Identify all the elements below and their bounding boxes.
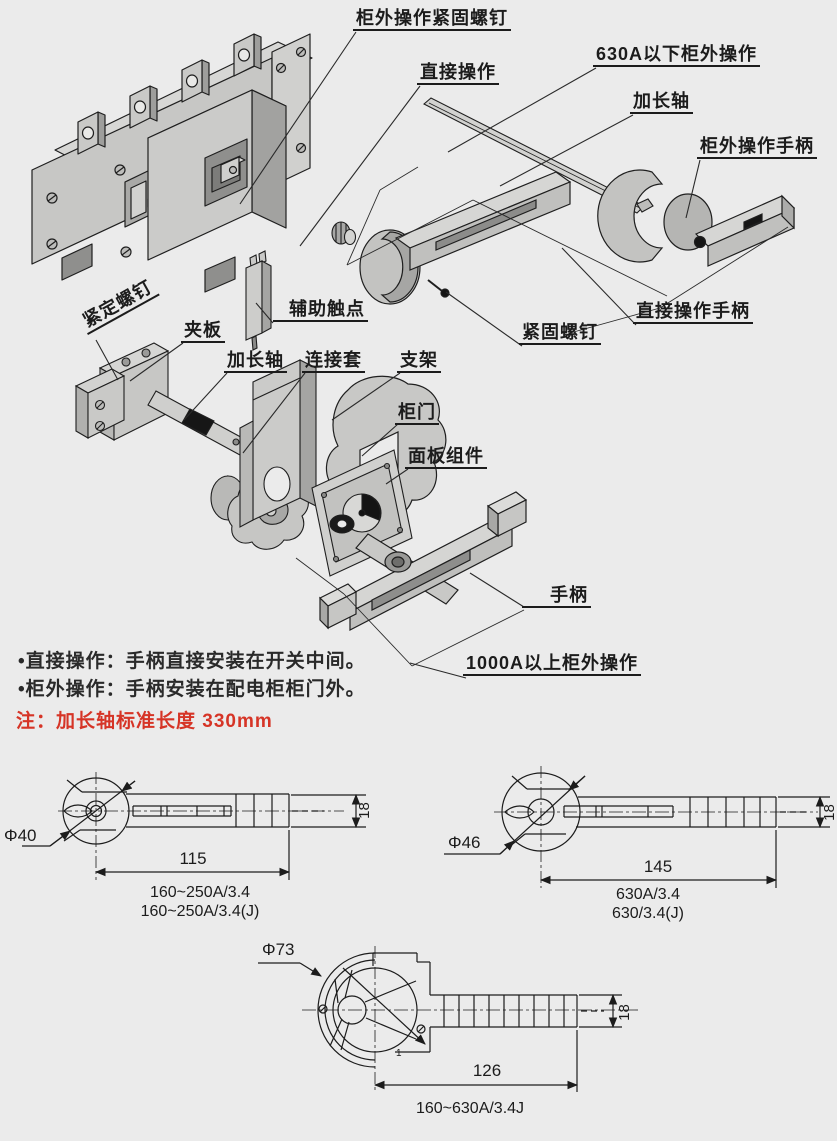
dim-126: 126	[472, 1061, 502, 1080]
caption-160-250-2: 160~250A/3.4(J)	[140, 903, 260, 920]
dim-18-a: 18	[355, 802, 373, 819]
label-direct-op: 直接操作	[417, 62, 499, 85]
dim-phi-40: Φ40	[4, 826, 37, 845]
label-ext-shaft-mid: 加长轴	[224, 350, 287, 373]
label-cab-door: 柜门	[395, 402, 439, 425]
svg-text:1: 1	[396, 1048, 402, 1059]
label-conn-sleeve: 连接套	[302, 350, 365, 373]
leader-lines	[95, 31, 701, 679]
fastening-screw-dot	[440, 288, 450, 298]
dim-phi-46: Φ46	[448, 833, 481, 852]
panel-assembly-part	[311, 449, 413, 577]
drawing-630	[444, 766, 830, 888]
direct-handle-part	[359, 171, 572, 305]
dim-18-c: 18	[615, 1004, 633, 1021]
label-bracket: 支架	[397, 350, 441, 373]
label-panel-assembly: 面板组件	[405, 446, 487, 469]
label-cab-ext-handle: 柜外操作手柄	[697, 136, 817, 159]
drawing-160-630: 1	[258, 946, 640, 1092]
label-ext-shaft-top: 加长轴	[630, 91, 693, 114]
dim-phi-73: Φ73	[262, 940, 295, 959]
dim-18-b: 18	[820, 804, 837, 821]
aux-contact-part	[245, 250, 272, 351]
drawing-160-250	[22, 772, 366, 880]
label-cab-ext-screw: 柜外操作紧固螺钉	[353, 8, 511, 31]
note-shaft-length: 注：加长轴标准长度 330mm	[16, 711, 273, 732]
terminal-tabs	[77, 33, 262, 155]
caption-160-250-1: 160~250A/3.4	[149, 884, 251, 901]
dim-115: 115	[179, 849, 207, 868]
label-below-630: 630A以下柜外操作	[593, 44, 761, 67]
label-direct-handle: 直接操作手柄	[633, 301, 753, 324]
switch-body	[31, 33, 313, 293]
bracket-part	[239, 359, 317, 528]
caption-160-630: 160~630A/3.4J	[415, 1100, 525, 1117]
dim-145: 145	[643, 857, 673, 876]
label-aux-contact: 辅助触点	[273, 299, 368, 322]
caption-630-2: 630/3.4(J)	[611, 905, 685, 922]
label-fasten-screw: 紧固螺钉	[519, 322, 601, 345]
label-handle: 手柄	[522, 585, 591, 608]
label-clamp-plate: 夹板	[181, 320, 225, 343]
note-ext-op: •柜外操作：手柄安装在配电柜柜门外。	[18, 679, 366, 700]
knurled-screw	[331, 221, 357, 246]
external-handle-part	[597, 169, 796, 267]
label-above-1000: 1000A以上柜外操作	[463, 653, 642, 676]
big-handle-part	[318, 491, 528, 631]
projection-planes	[295, 166, 789, 667]
note-direct-op: •直接操作：手柄直接安装在开关中间。	[18, 651, 366, 672]
caption-630-1: 630A/3.4	[615, 886, 681, 903]
clamp-assembly	[74, 342, 249, 456]
